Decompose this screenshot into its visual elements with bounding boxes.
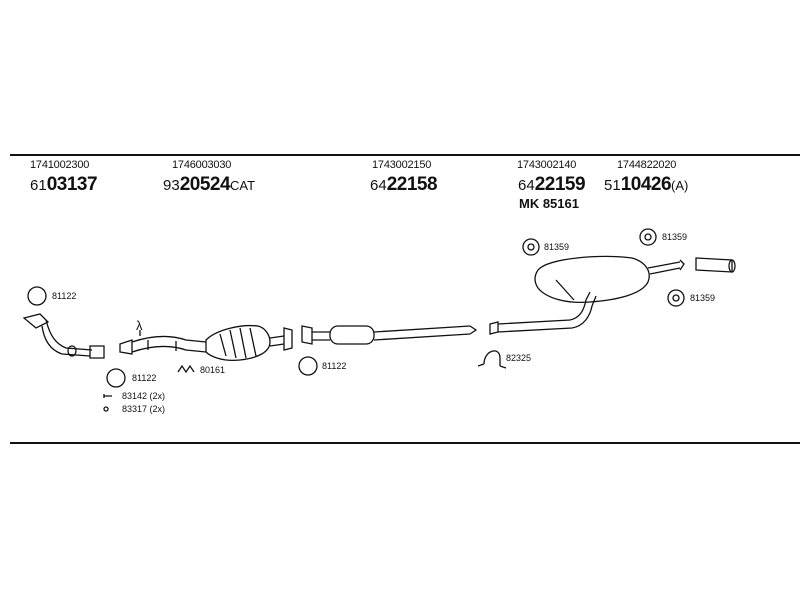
rubber-hanger-icon — [639, 228, 657, 246]
callout-nut: 83317 (2x) — [122, 404, 166, 414]
ref-number-1: 1741002300 — [30, 159, 90, 171]
gasket-ring-icon — [298, 356, 318, 376]
lambda-symbol: λ — [136, 318, 143, 333]
rubber-hanger-icon — [667, 289, 685, 307]
callout-clamp-rear: 82325 — [506, 353, 532, 363]
center-muffler — [329, 325, 375, 345]
catalytic-converter — [205, 324, 271, 362]
part-number-3: 6422158 — [370, 174, 438, 195]
part-number-5: 5110426(A) — [604, 174, 689, 195]
clamp-icon — [477, 350, 507, 369]
part-number-2: 9320524CAT — [163, 174, 256, 195]
front-downpipe — [22, 313, 50, 329]
gasket-ring-icon — [27, 286, 47, 306]
kit-number-4: MK 85161 — [519, 196, 579, 211]
callout-ring-mid: 81122 — [322, 361, 347, 371]
callout-hanger-2: 81359 — [662, 232, 688, 242]
cat-front-pipe — [119, 339, 133, 355]
part-number-4: 6422159 — [518, 174, 586, 195]
part-number-1: 6103137 — [30, 174, 98, 195]
bolt-icon — [103, 394, 112, 398]
ref-number-3: 1743002150 — [372, 159, 432, 171]
bottom-rule — [10, 442, 800, 444]
rear-muffler — [534, 255, 650, 304]
callout-hanger-1: 81359 — [544, 242, 570, 252]
rubber-hanger-icon — [522, 238, 540, 256]
callout-bolt: 83142 (2x) — [122, 391, 166, 401]
clamp-icon — [177, 364, 195, 374]
callout-hanger-3: 81359 — [690, 293, 716, 303]
ref-number-2: 1746003030 — [172, 159, 232, 171]
tail-pipe — [695, 257, 733, 273]
callout-ring-left: 81122 — [52, 291, 77, 301]
callout-ring-left-low: 81122 — [132, 373, 157, 383]
ref-number-4: 1743002140 — [517, 159, 577, 171]
ref-number-5: 1744822020 — [617, 159, 677, 171]
nut-icon — [103, 406, 109, 412]
top-rule — [10, 154, 800, 156]
callout-clamp-mid: 80161 — [200, 365, 226, 375]
gasket-ring-icon — [106, 368, 126, 388]
